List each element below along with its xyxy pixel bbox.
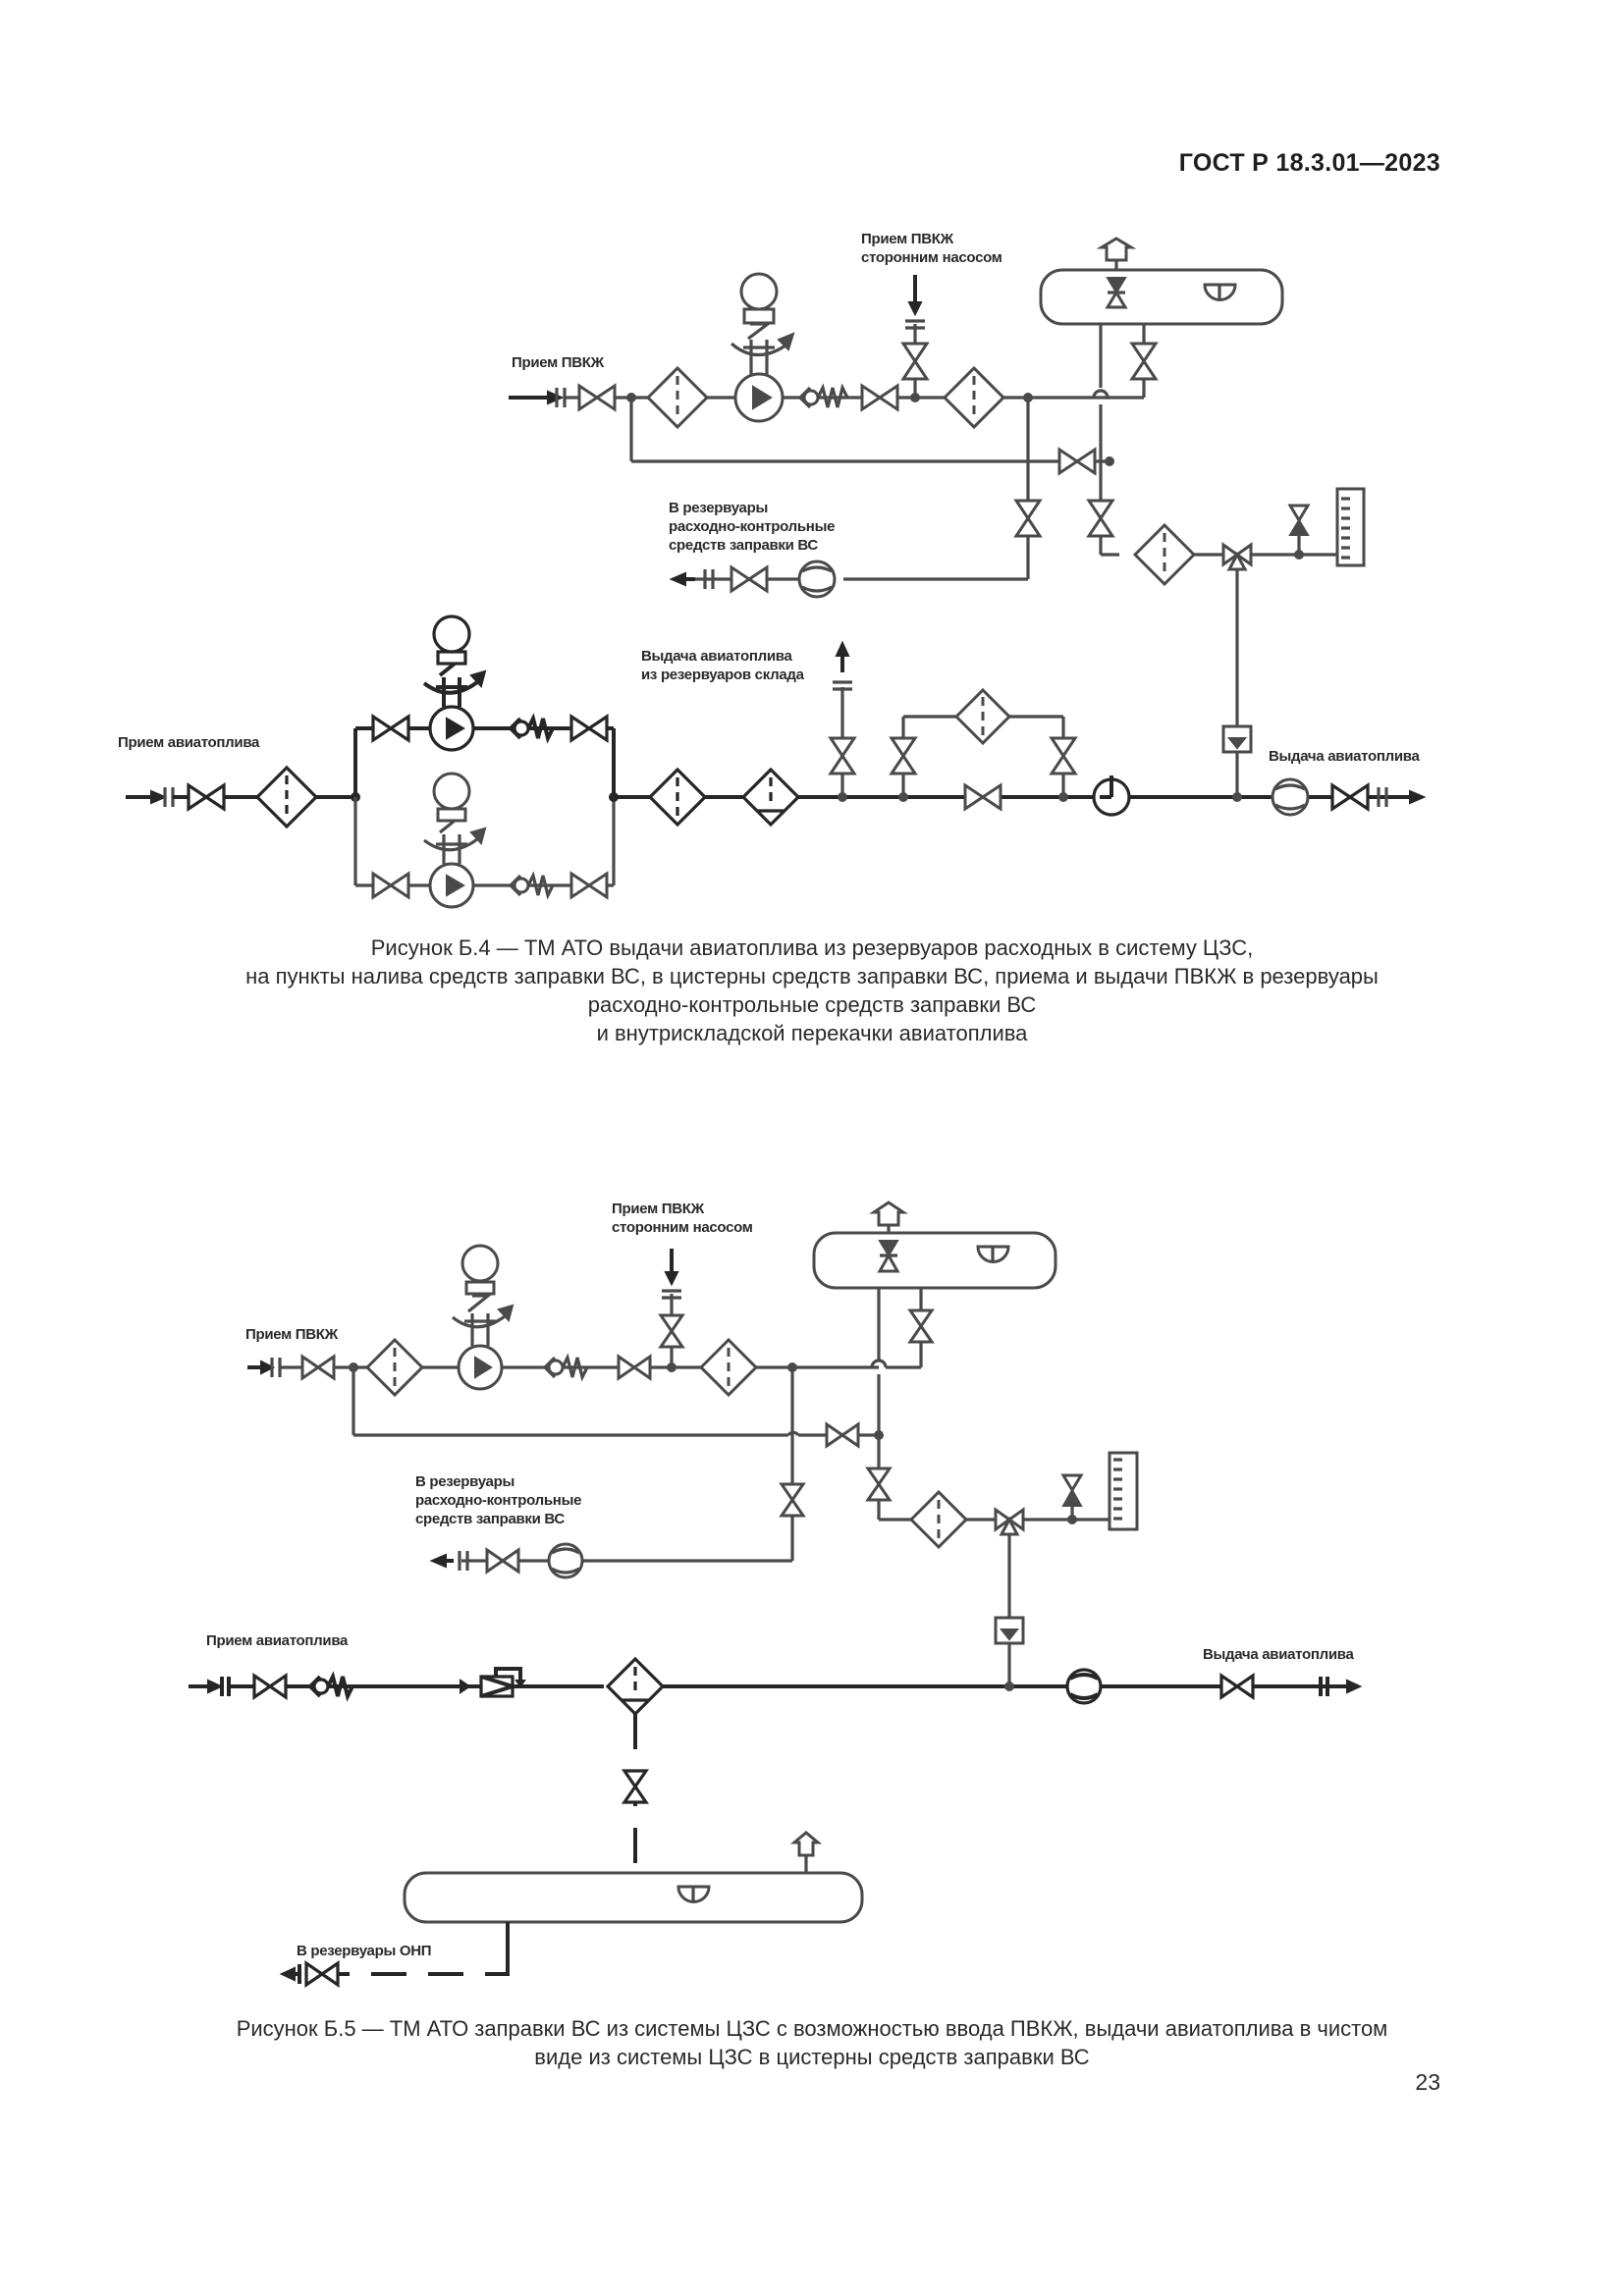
figure-b4-diagram <box>126 237 1427 909</box>
label-pvkzh-third-party-2: сторонним насосом <box>861 249 1002 266</box>
label-to-tanks-2: расходно-контрольные <box>669 518 836 535</box>
check-valve-icon <box>797 383 849 409</box>
flow-meter-icon <box>1065 1668 1103 1705</box>
fuel-main-line-b5 <box>189 1656 1363 1717</box>
label-b5-to-tanks-1: В резервуары <box>415 1473 514 1490</box>
drain-tank-icon <box>403 1831 864 1924</box>
document-standard-header: ГОСТ Р 18.3.01—2023 <box>1178 149 1440 177</box>
three-way-valve-icon <box>1221 542 1253 571</box>
label-pvkzh-third-party-1: Прием ПВКЖ <box>861 231 953 247</box>
pump-icon <box>422 614 487 752</box>
label-b5-pvkzh-intake: Прием ПВКЖ <box>245 1326 338 1343</box>
fuel-main-line <box>126 614 1427 909</box>
figure-b4-caption-line4: и внутрискладской перекачки авиатоплива <box>596 1021 1028 1045</box>
strainer-icon <box>994 1616 1025 1645</box>
flow-meter-icon <box>547 1542 584 1579</box>
filter-icon <box>364 1337 425 1398</box>
label-b5-to-onp-tanks: В резервуары ОНП <box>297 1943 432 1959</box>
pressure-regulator-icon <box>479 1675 514 1698</box>
label-to-tanks-3: средств заправки ВС <box>669 537 818 554</box>
storage-tank-icon <box>812 1201 1057 1290</box>
pump-icon <box>452 1244 514 1391</box>
figure-b4-caption-line1: Рисунок Б.4 — ТМ АТО выдачи авиатоплива … <box>370 935 1254 960</box>
pump-icon <box>730 272 795 423</box>
three-way-valve-icon <box>994 1507 1025 1536</box>
label-to-tanks-1: В резервуары <box>669 500 768 516</box>
pvkzh-intake-line <box>509 272 1114 599</box>
figure-b4-caption-line2: на пункты налива средств заправки ВС, в … <box>245 964 1379 988</box>
gate-valve-icon <box>577 384 617 411</box>
label-b5-pvkzh-third-party-1: Прием ПВКЖ <box>612 1201 704 1217</box>
label-warehouse-issue-1: Выдача авиатоплива <box>641 648 792 665</box>
figure-b5-caption-line1: Рисунок Б.5 — ТМ АТО заправки ВС из сист… <box>236 2016 1388 2041</box>
level-gauge-icon <box>1108 1451 1139 1531</box>
figure-b5-caption-line2: виде из системы ЦЗС в цистерны средств з… <box>534 2045 1090 2069</box>
storage-tank-icon <box>1039 237 1284 326</box>
label-b5-to-tanks-2: расходно-контрольные <box>415 1492 582 1509</box>
label-pvkzh-intake: Прием ПВКЖ <box>512 354 604 371</box>
pump-icon <box>423 772 487 909</box>
label-b5-fuel-issue: Выдача авиатоплива <box>1203 1646 1354 1663</box>
label-fuel-issue: Выдача авиатоплива <box>1269 748 1420 765</box>
label-warehouse-issue-2: из резервуаров склада <box>641 667 804 683</box>
label-fuel-intake: Прием авиатоплива <box>118 734 260 751</box>
page-number: 23 <box>1415 2069 1440 2095</box>
figure-b4-caption-line3: расходно-контрольные средств заправки ВС <box>587 992 1037 1017</box>
label-b5-pvkzh-third-party-2: сторонним насосом <box>612 1219 753 1236</box>
label-b5-to-tanks-3: средств заправки ВС <box>415 1511 565 1527</box>
label-b5-fuel-intake: Прием авиатоплива <box>206 1632 349 1649</box>
filter-icon <box>645 365 710 430</box>
